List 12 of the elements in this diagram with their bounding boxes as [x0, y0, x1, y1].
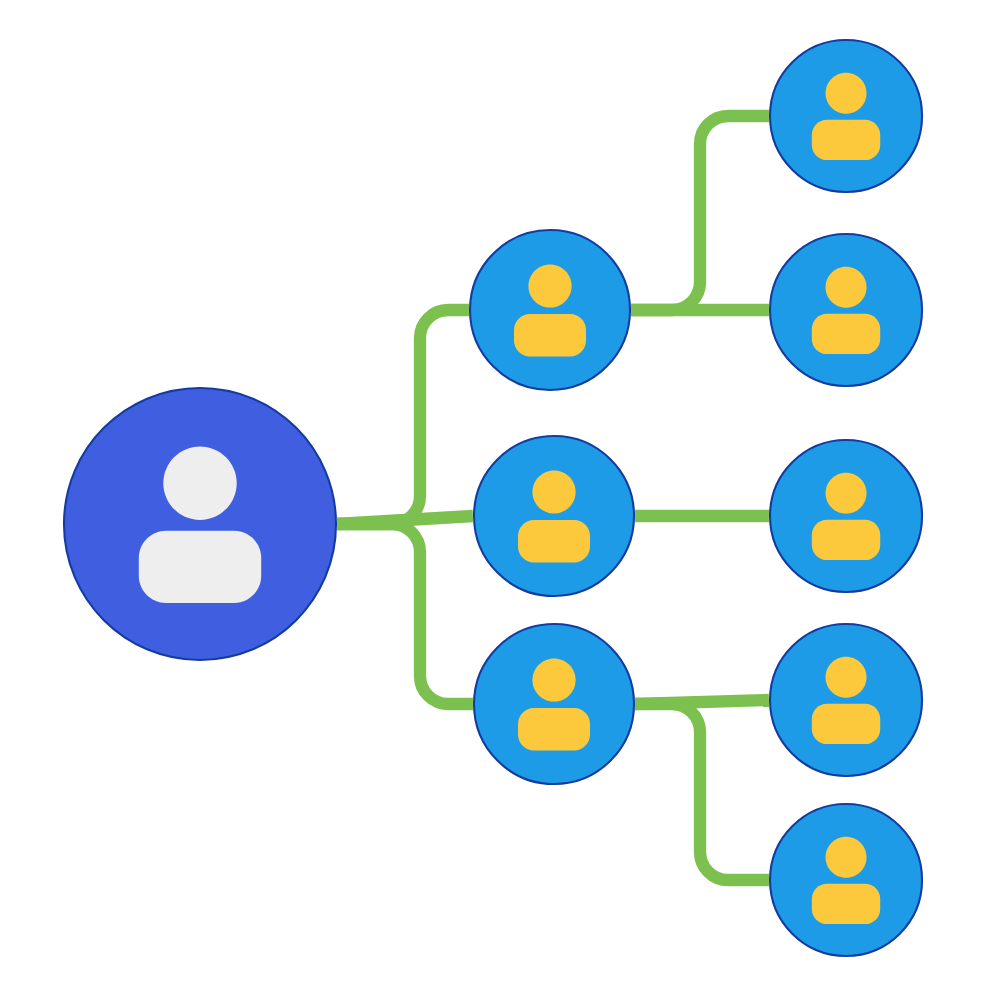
person-circle	[768, 622, 924, 778]
person-circle	[768, 38, 924, 194]
connector-line	[631, 303, 769, 317]
person-circle	[472, 434, 636, 598]
connector-line	[635, 697, 769, 887]
person-circle	[768, 232, 924, 388]
person-circle	[62, 386, 338, 662]
person-circle	[768, 438, 924, 594]
person-circle	[472, 622, 636, 786]
person-circle	[468, 228, 632, 392]
connector-line	[635, 509, 769, 523]
person-circle	[768, 802, 924, 958]
